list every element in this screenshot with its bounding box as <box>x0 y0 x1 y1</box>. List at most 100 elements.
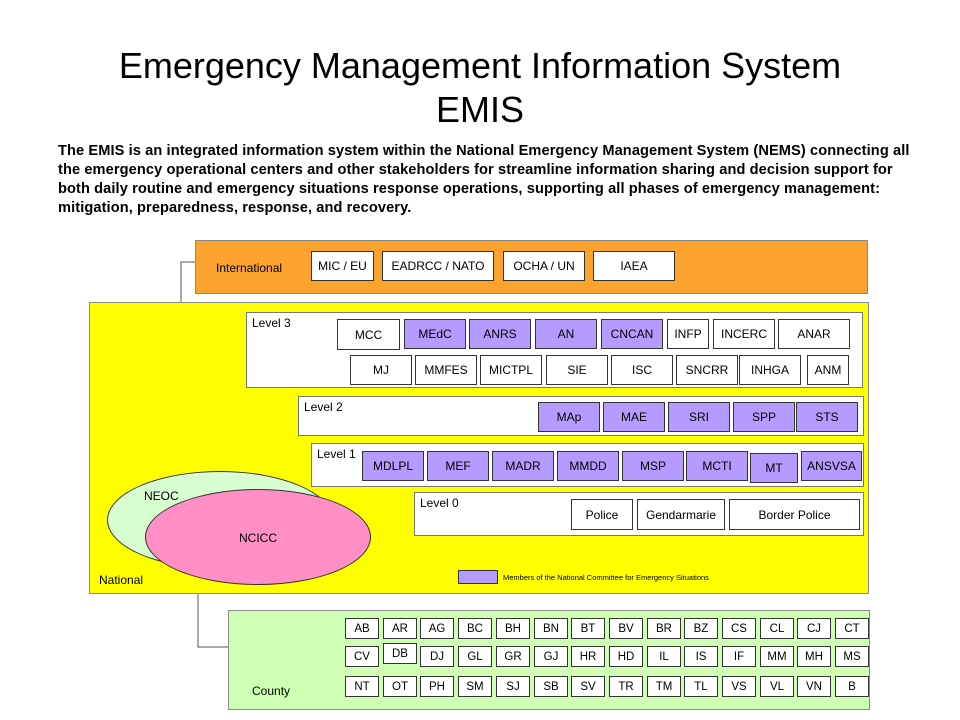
box-msp: MSP <box>622 451 684 481</box>
county-box-mm: MM <box>760 646 794 667</box>
box-iaea: IAEA <box>593 251 675 281</box>
box-anar: ANAR <box>778 319 850 349</box>
county-box-bh: BH <box>496 618 530 639</box>
county-box-sm: SM <box>458 676 492 697</box>
level-1-panel: Level 1 MDLPL MEF MADR MMDD MSP MCTI MT … <box>311 443 864 487</box>
box-gendarmarie: Gendarmarie <box>637 499 725 530</box>
level-0-panel: Level 0 Police Gendarmarie Border Police <box>414 492 864 536</box>
county-box-ms: MS <box>835 646 869 667</box>
level-0-label: Level 0 <box>420 496 459 510</box>
box-sncrr: SNCRR <box>676 355 738 385</box>
county-box-bv: BV <box>609 618 643 639</box>
county-label: County <box>252 684 291 698</box>
county-box-if: IF <box>722 646 756 667</box>
box-anm: ANM <box>807 355 849 385</box>
legend-label: Members of the National Committee for Em… <box>503 573 709 582</box>
county-box-cl: CL <box>760 618 794 639</box>
county-box-is: IS <box>684 646 718 667</box>
box-police: Police <box>571 499 633 530</box>
county-box-cj: CJ <box>797 618 831 639</box>
county-box-sb: SB <box>534 676 568 697</box>
box-madr: MADR <box>492 451 554 481</box>
county-box-bn: BN <box>534 618 568 639</box>
box-mef: MEF <box>427 451 489 481</box>
county-box-bz: BZ <box>684 618 718 639</box>
county-box-vl: VL <box>760 676 794 697</box>
county-box-nt: NT <box>345 676 379 697</box>
county-box-tr: TR <box>609 676 643 697</box>
ncicc-label: NCICC <box>239 531 277 545</box>
box-sri: SRI <box>668 402 730 432</box>
county-box-bt: BT <box>571 618 605 639</box>
county-box-cs: CS <box>722 618 756 639</box>
page-title: Emergency Management Information System … <box>0 44 960 132</box>
county-box-ot: OT <box>383 676 417 697</box>
neoc-label: NEOC <box>144 489 179 503</box>
international-label: International <box>216 261 283 275</box>
box-medc: MEdC <box>404 319 466 349</box>
box-mdlpl: MDLPL <box>362 451 424 481</box>
box-mcc: MCC <box>337 319 400 350</box>
title-line-2: EMIS <box>435 89 524 130</box>
description: The EMIS is an integrated information sy… <box>58 143 910 216</box>
county-box-sv: SV <box>571 676 605 697</box>
county-box-tm: TM <box>647 676 681 697</box>
box-map: MAp <box>538 402 600 432</box>
level-3-label: Level 3 <box>252 316 291 330</box>
county-box-cv: CV <box>345 646 379 667</box>
box-eadrcc-nato: EADRCC / NATO <box>382 251 494 281</box>
box-mj: MJ <box>350 355 412 385</box>
county-box-bc: BC <box>458 618 492 639</box>
box-spp: SPP <box>733 402 795 432</box>
county-box-ag: AG <box>420 618 454 639</box>
county-box-sj: SJ <box>496 676 530 697</box>
county-box-gl: GL <box>458 646 492 667</box>
box-ansvsa: ANSVSA <box>801 451 862 481</box>
level-2-label: Level 2 <box>304 400 343 414</box>
county-box-vn: VN <box>797 676 831 697</box>
county-box-ab: AB <box>345 618 379 639</box>
county-box-db: DB <box>383 643 417 664</box>
county-box-br: BR <box>647 618 681 639</box>
box-isc: ISC <box>611 355 673 385</box>
county-box-il: IL <box>647 646 681 667</box>
county-box-hr: HR <box>571 646 605 667</box>
box-mictpl: MICTPL <box>480 355 542 385</box>
ncicc-ellipse: NCICC <box>145 489 371 585</box>
box-mmdd: MMDD <box>557 451 619 481</box>
box-cncan: CNCAN <box>601 319 663 349</box>
county-box-gj: GJ <box>534 646 568 667</box>
county-box-ar: AR <box>383 618 417 639</box>
box-sts: STS <box>796 402 858 432</box>
title-line-1: Emergency Management Information System <box>118 45 842 86</box>
box-border-police: Border Police <box>729 499 860 530</box>
level-2-panel: Level 2 MAp MAE SRI SPP STS <box>298 396 864 436</box>
level-3-panel: Level 3 MCC MEdC ANRS AN CNCAN INFP INCE… <box>246 312 863 388</box>
county-box-hd: HD <box>609 646 643 667</box>
county-box-vs: VS <box>722 676 756 697</box>
box-sie: SIE <box>546 355 608 385</box>
box-inhga: INHGA <box>739 355 801 385</box>
box-incerc: INCERC <box>713 319 775 349</box>
legend-swatch <box>458 570 498 584</box>
county-box-ph: PH <box>420 676 454 697</box>
level-1-label: Level 1 <box>317 447 356 461</box>
box-mcti: MCTI <box>686 451 748 481</box>
county-box-ct: CT <box>835 618 869 639</box>
box-ocha-un: OCHA / UN <box>503 251 585 281</box>
box-mae: MAE <box>603 402 665 432</box>
national-label: National <box>99 573 144 587</box>
box-mic-eu: MIC / EU <box>311 251 374 281</box>
county-box-dj: DJ <box>420 646 454 667</box>
county-box-mh: MH <box>797 646 831 667</box>
box-infp: INFP <box>667 319 709 349</box>
county-box-gr: GR <box>496 646 530 667</box>
box-mt: MT <box>750 453 798 483</box>
county-box-tl: TL <box>684 676 718 697</box>
international-region: International MIC / EU EADRCC / NATO OCH… <box>195 240 868 294</box>
box-anrs: ANRS <box>469 319 531 349</box>
box-mmfes: MMFES <box>415 355 477 385</box>
box-an: AN <box>535 319 597 349</box>
county-box-b: B <box>835 676 869 697</box>
